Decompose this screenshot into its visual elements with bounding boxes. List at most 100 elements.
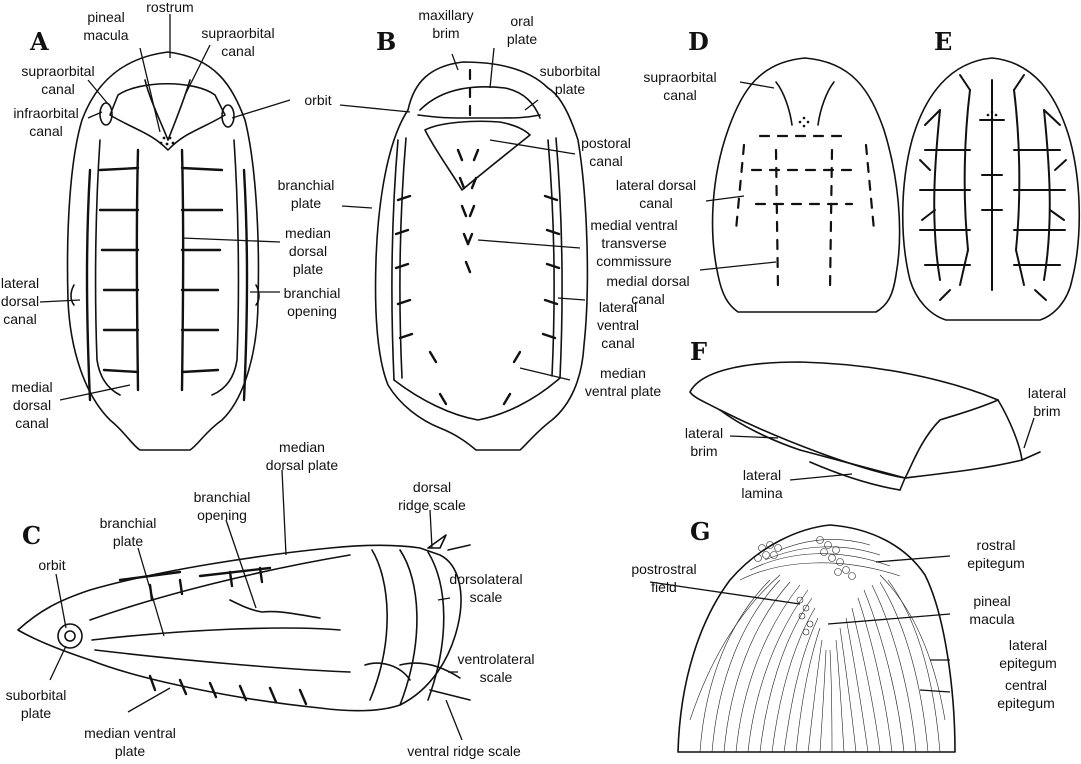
label-a-macula: macula <box>83 27 128 43</box>
label-d-supraorbital-canal: canal <box>663 87 696 103</box>
label-g-lateral: lateral <box>1009 637 1047 653</box>
panel-f-drawing <box>689 361 1041 491</box>
label-d-medial-canal: canal <box>631 291 664 307</box>
label-b-brim: brim <box>432 25 459 41</box>
label-a-medial-canal: canal <box>15 415 48 431</box>
label-f-brim-r: brim <box>1033 403 1060 419</box>
label-d-lateral-canal: canal <box>639 195 672 211</box>
label-b-branchial: branchial <box>278 177 335 193</box>
label-f-lateral-lamina: lateral <box>743 467 781 483</box>
label-g-central-epitegum: epitegum <box>997 695 1055 711</box>
label-a-infraorbital-canal: canal <box>29 123 62 139</box>
label-a-lateral-dorsal: dorsal <box>1 293 39 309</box>
panel-letter-c: C <box>22 521 41 550</box>
label-c-branchial: branchial <box>194 489 251 505</box>
panel-e-drawing <box>901 57 1081 321</box>
label-f-lateral-r: lateral <box>1028 385 1066 401</box>
label-c-ridge-scale: ridge scale <box>398 497 466 513</box>
label-b-transverse: transverse <box>601 235 667 251</box>
label-g-rostral-epitegum: epitegum <box>967 555 1025 571</box>
label-c-opening: opening <box>197 507 247 523</box>
label-a-medial-dorsal: dorsal <box>13 397 51 413</box>
label-f-lamina: lamina <box>741 485 782 501</box>
label-a-pineal: pineal <box>87 9 124 25</box>
label-g-rostral: rostral <box>977 537 1016 553</box>
label-b-lateral-canal: canal <box>601 335 634 351</box>
label-g-field: field <box>651 579 677 595</box>
label-c-branchial-plate: branchial <box>100 515 157 531</box>
label-c-dorsal-plate: dorsal plate <box>266 457 339 473</box>
label-f-brim-l: brim <box>690 443 717 459</box>
label-c-orbit: orbit <box>38 557 65 573</box>
label-b-lateral-ventral: ventral <box>597 317 639 333</box>
label-a-branchial: branchial <box>284 285 341 301</box>
label-c-suborbital: suborbital <box>6 687 67 703</box>
panel-a-drawing <box>39 14 291 451</box>
panel-a: A <box>1 0 341 451</box>
label-b-postoral: postoral <box>581 135 631 151</box>
label-a-lateral: lateral <box>1 275 39 291</box>
panel-c: C <box>6 439 535 759</box>
panel-d: D supraorbital canal lateral dorsal cana… <box>606 27 901 313</box>
panel-letter-f: F <box>690 337 707 366</box>
label-a-supraorbital-r: supraorbital <box>201 25 274 41</box>
panel-letter-e: E <box>934 27 952 56</box>
label-b-oral: oral <box>510 13 533 29</box>
label-b-oral-plate: plate <box>507 31 538 47</box>
label-b-median: median <box>600 365 646 381</box>
label-b-branchial-plate: plate <box>291 195 322 211</box>
panel-letter-b: B <box>376 27 396 56</box>
label-c-ventral-ridge: ventral ridge scale <box>407 743 521 759</box>
label-a-supraorbital-r-canal: canal <box>221 43 254 59</box>
panel-letter-d: D <box>688 27 709 56</box>
panel-g-drawing <box>649 524 956 753</box>
label-c-suborbital-plate: plate <box>21 705 52 721</box>
label-c-plate: plate <box>113 533 144 549</box>
label-g-central: central <box>1005 677 1047 693</box>
label-a-supraorbital-l-canal: canal <box>41 81 74 97</box>
label-c-ventrolateral: ventrolateral <box>457 651 534 667</box>
panel-e: E <box>901 27 1081 321</box>
label-b-median-ventral-plate: ventral plate <box>585 383 661 399</box>
panel-letter-a: A <box>29 27 49 56</box>
label-a-infraorbital: infraorbital <box>13 105 78 121</box>
panel-b-drawing <box>339 47 589 451</box>
label-b-commissure: commissure <box>596 253 672 269</box>
label-a-dorsal: dorsal <box>289 243 327 259</box>
label-f-lateral-l: lateral <box>685 425 723 441</box>
label-a-medial: medial <box>11 379 52 395</box>
label-a-opening: opening <box>287 303 337 319</box>
panel-c-drawing <box>17 469 471 741</box>
label-c-median-ventral-plate: plate <box>115 743 146 759</box>
label-c-ventrolateral-scale: scale <box>480 669 513 685</box>
label-g-pineal: pineal <box>973 593 1010 609</box>
label-b-suborbital-plate: plate <box>555 81 586 97</box>
label-g-macula: macula <box>969 611 1014 627</box>
label-a-orbit: orbit <box>304 92 331 108</box>
panel-b: B <box>278 7 678 451</box>
label-d-medial-dorsal: medial dorsal <box>606 273 689 289</box>
label-c-median-ventral: median ventral <box>84 725 176 741</box>
label-c-dorsal: dorsal <box>413 479 451 495</box>
label-a-lateral-canal: canal <box>3 311 36 327</box>
label-a-plate: plate <box>293 261 324 277</box>
panel-g: G <box>631 517 1057 753</box>
label-b-medial-ventral: medial ventral <box>590 217 677 233</box>
panel-letter-g: G <box>690 517 711 546</box>
label-g-lateral-epitegum: epitegum <box>999 655 1057 671</box>
label-a-supraorbital-l: supraorbital <box>21 63 94 79</box>
label-c-dorsolateral: dorsolateral <box>449 571 522 587</box>
label-b-suborbital: suborbital <box>540 63 601 79</box>
label-a-rostrum: rostrum <box>146 0 193 15</box>
label-c-dorsolateral-scale: scale <box>470 589 503 605</box>
label-b-lateral: lateral <box>599 299 637 315</box>
label-a-median: median <box>285 225 331 241</box>
label-d-lateral-dorsal: lateral dorsal <box>616 177 696 193</box>
label-c-median: median <box>279 439 325 455</box>
label-g-postrostral: postrostral <box>631 561 696 577</box>
label-b-postoral-canal: canal <box>589 153 622 169</box>
label-d-supraorbital: supraorbital <box>643 69 716 85</box>
label-b-maxillary: maxillary <box>418 7 473 23</box>
panel-d-drawing <box>699 57 901 313</box>
